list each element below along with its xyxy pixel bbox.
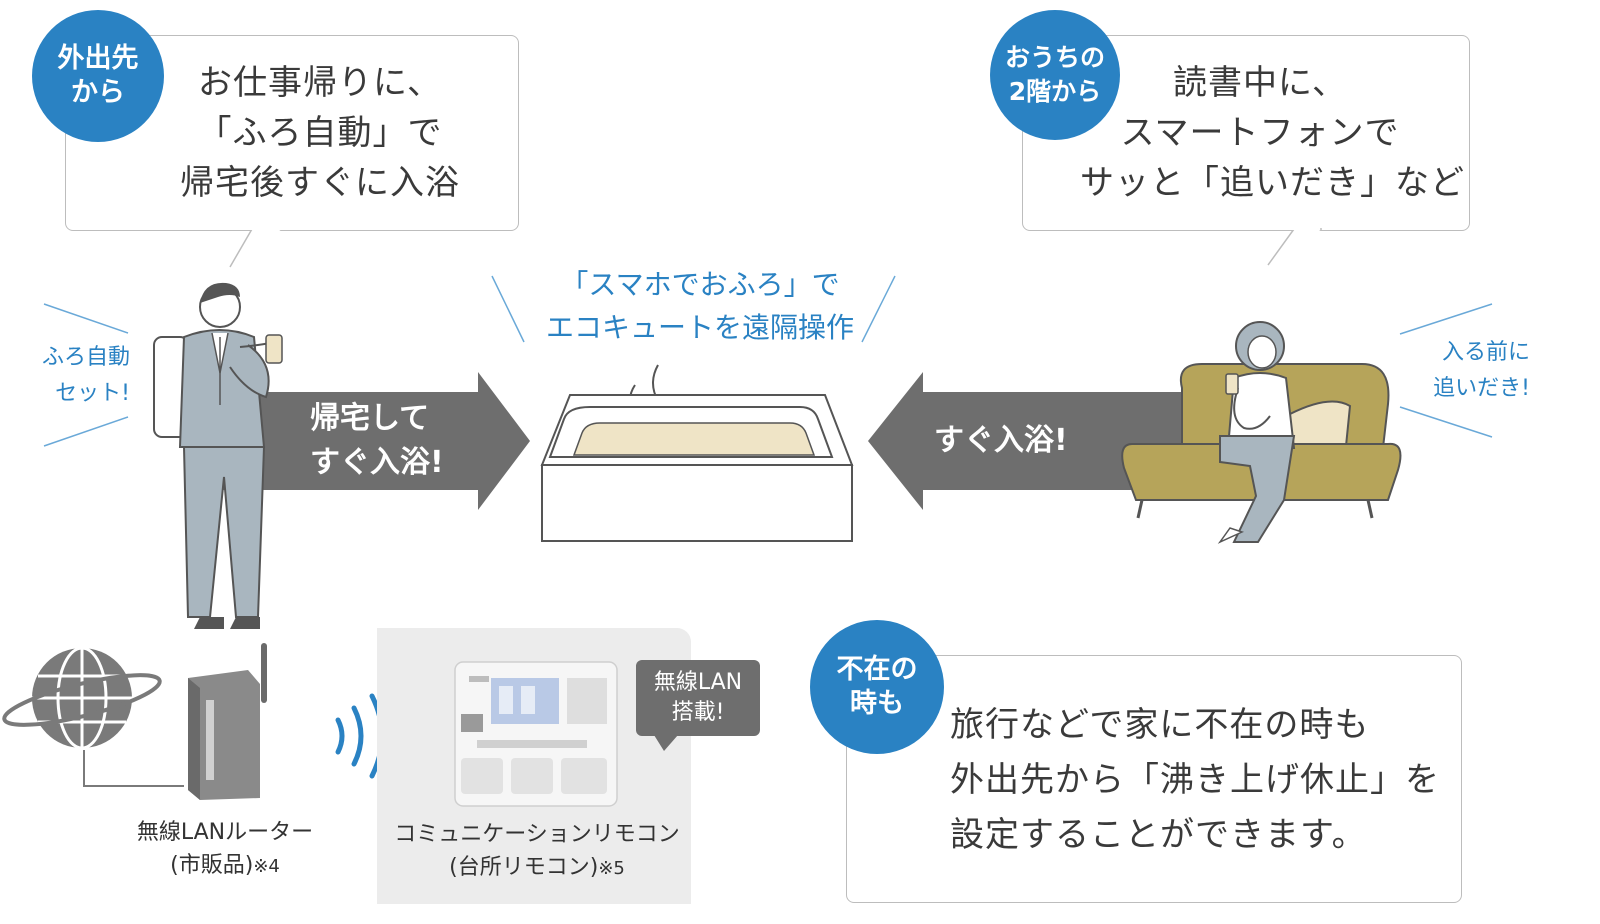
left-bubble-badge: 外出先 から <box>32 10 164 142</box>
left-bubble-tail <box>229 227 286 268</box>
globe-icon <box>2 646 162 750</box>
right-bubble-tail <box>1267 227 1322 266</box>
absent-line-3: 設定することができます。 <box>950 815 1367 855</box>
woman-on-sofa-illustration <box>1121 321 1402 544</box>
left-arrow <box>198 372 530 510</box>
router-caption-line-2: (市販品)※4 <box>110 849 340 883</box>
wireless-lan-tag: 無線LAN 搭載! <box>636 660 760 736</box>
remote-caption: コミュニケーションリモコン (台所リモコン)※5 <box>392 818 682 885</box>
absent-badge: 不在の 時も <box>810 620 944 754</box>
router-caption: 無線LANルーター (市販品)※4 <box>110 816 340 883</box>
center-title-line-2: エコキュートを遠隔操作 <box>545 311 854 344</box>
network-cable <box>83 750 184 787</box>
left-arrow-text: 帰宅して すぐ入浴! <box>310 401 444 480</box>
center-title-rays <box>43 275 1493 447</box>
remote-caption-text: (台所リモコン) <box>449 855 599 880</box>
right-bubble-line-1: 読書中に、 <box>1173 63 1347 103</box>
absent-line-1: 旅行などで家に不在の時も <box>950 705 1370 745</box>
left-bubble-line-1: お仕事帰りに、 <box>198 63 442 103</box>
left-shout-text: ふろ自動 セット! <box>41 345 130 406</box>
right-shout-text: 入る前に 追いだき! <box>1433 340 1530 401</box>
router-caption-line-1: 無線LANルーター <box>136 820 314 845</box>
right-bubble-line-3: サッと「追いだき」など <box>1080 163 1465 203</box>
right-bubble-line-2: スマートフォンで <box>1120 113 1400 153</box>
router-caption-note: ※4 <box>253 856 280 877</box>
wireless-lan-tag-tail <box>654 735 678 751</box>
right-arrow <box>868 372 1208 510</box>
remote-caption-note: ※5 <box>598 858 625 879</box>
remote-caption-line-1: コミュニケーションリモコン <box>394 822 680 847</box>
absent-info-box <box>846 655 1462 903</box>
right-arrow-text: すぐ入浴! <box>934 423 1068 458</box>
bathtub-illustration <box>540 364 854 542</box>
left-bubble-line-3: 帰宅後すぐに入浴 <box>180 163 460 203</box>
router-icon <box>188 643 267 800</box>
absent-line-2: 外出先から「沸き上げ休止」を <box>950 760 1440 800</box>
center-title-line-1: 「スマホでおふろ」で <box>560 268 840 301</box>
remote-caption-line-2: (台所リモコン)※5 <box>392 851 682 885</box>
left-bubble-line-2: 「ふろ自動」で <box>197 113 443 153</box>
man-with-phone-illustration <box>153 282 283 629</box>
right-bubble-badge: おうちの 2階から <box>990 10 1120 140</box>
router-caption-text: (市販品) <box>170 853 254 878</box>
remote-controller-illustration <box>454 661 618 807</box>
